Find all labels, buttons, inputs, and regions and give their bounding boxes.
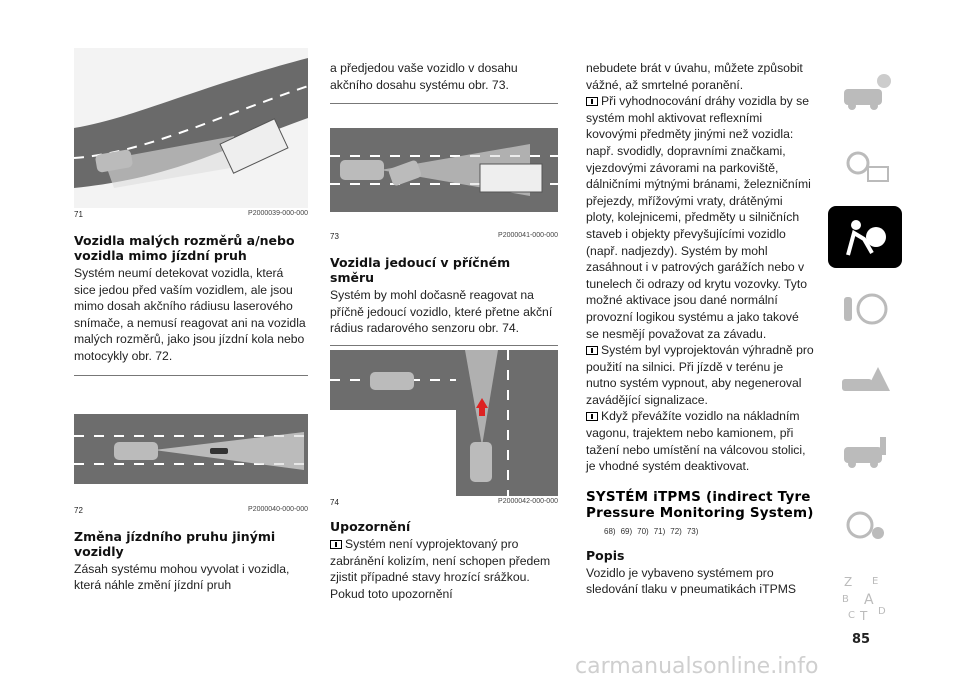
heading-itpms: SYSTÉM iTPMS (indirect Tyre Pressure Mon… <box>586 488 814 521</box>
index-letter: D <box>878 606 886 617</box>
figure-71-caption: 71 P2000039-000-000 <box>74 210 308 219</box>
figure-number: 73 <box>330 232 339 242</box>
index-letter: Z <box>844 575 852 589</box>
warning-lights-icon <box>846 151 889 182</box>
index-letter: B <box>842 594 849 605</box>
figure-74-illustration <box>330 349 558 496</box>
figure-73-caption: 73 P2000041-000-000 <box>330 232 558 241</box>
page-number: 85 <box>852 632 871 647</box>
figure-74-caption: 74 P2000042-000-000 <box>330 498 558 507</box>
figure-72-caption: 72 P2000040-000-000 <box>74 506 308 515</box>
index-letter: E <box>872 576 878 587</box>
warning-book-icon <box>586 97 598 107</box>
heading-warning: Upozornění <box>330 518 411 534</box>
paragraph-cross-traffic: Systém by mohl dočasně reagovat na příčn… <box>330 288 553 336</box>
paragraph-warning-1-text: Při vyhodnocování dráhy vozidla by se sy… <box>586 94 811 341</box>
figure-72-illustration <box>74 413 308 484</box>
heading-cross-traffic: Vozidla jedoucí v příčném směru <box>330 255 511 286</box>
paragraph-warning-1: Při vyhodnocování dráhy vozidla by se sy… <box>586 93 814 342</box>
paragraph-warning-2-text: Systém byl vyprojektován výhradně pro po… <box>586 343 814 407</box>
warning-book-icon <box>330 539 342 549</box>
figure-73 <box>330 114 558 231</box>
divider <box>330 103 558 105</box>
watermark: carmanualsonline.info <box>575 654 819 679</box>
figure-74 <box>330 349 558 496</box>
figure-71 <box>74 48 308 208</box>
reference: 70) <box>637 526 649 536</box>
index-letter: C <box>848 610 855 621</box>
paragraph-popis: Vozidlo je vybaveno systémem pro sledová… <box>586 565 796 597</box>
start-driving-icon <box>844 293 888 325</box>
column-3: nebudete brát v úvahu, můžete způsobit v… <box>586 60 814 598</box>
reference: 68) <box>604 526 616 536</box>
figure-72 <box>74 385 308 504</box>
column-2: a předjedou vaše vozidlo v dosahu akčníh… <box>330 60 558 602</box>
paragraph-continued: a předjedou vaše vozidlo v dosahu akčníh… <box>330 61 518 92</box>
warning-book-icon <box>586 346 598 356</box>
reference: 71) <box>653 526 666 536</box>
figure-number: 72 <box>74 505 83 515</box>
figure-number: 74 <box>330 497 339 507</box>
paragraph-warning: Systém není vyprojektovaný pro zabránění… <box>330 536 558 602</box>
figure-code: P2000041-000-000 <box>498 232 558 240</box>
car-info-icon <box>844 74 891 110</box>
paragraph-lane-change: Zásah systému mohou vyvolat i vozidla, k… <box>74 561 290 593</box>
maintenance-icon <box>844 437 886 468</box>
tab-emergency[interactable] <box>828 350 902 412</box>
chapter-sidebar: Z E B A C T D <box>828 62 902 638</box>
figure-73-illustration <box>330 128 558 213</box>
heading-small-vehicles: Vozidla malých rozměrů a/nebo vozidla mi… <box>74 233 295 263</box>
emergency-icon <box>842 367 890 391</box>
index-letter: A <box>864 592 874 608</box>
divider <box>74 374 308 376</box>
index-letter: T <box>859 609 868 622</box>
column-1: 71 P2000039-000-000 Vozidla malých rozmě… <box>74 48 308 594</box>
divider <box>330 344 558 346</box>
tab-multimedia[interactable] <box>828 494 902 556</box>
tab-start-driving[interactable] <box>828 278 902 340</box>
paragraph-continued: nebudete brát v úvahu, můžete způsobit v… <box>586 61 803 92</box>
airbag-safety-icon <box>846 220 886 256</box>
tab-warning-lights[interactable] <box>828 134 902 196</box>
multimedia-icon <box>846 511 884 539</box>
tab-maintenance[interactable] <box>828 422 902 484</box>
figure-code: P2000042-000-000 <box>498 497 558 505</box>
tab-car-info[interactable] <box>828 62 902 124</box>
reference: 72) <box>670 526 682 536</box>
tab-index[interactable]: Z E B A C T D <box>828 566 902 628</box>
reference: 69) <box>620 526 633 536</box>
reference: 73) <box>686 526 699 536</box>
figure-code: P2000039-000-000 <box>248 210 308 217</box>
figure-code: P2000040-000-000 <box>248 505 308 513</box>
paragraph-small-vehicles: Systém neumí detekovat vozidla, která si… <box>74 266 306 363</box>
paragraph-warning-3-text: Když převážíte vozidlo na nákladním vago… <box>586 409 806 474</box>
warning-book-icon <box>586 412 598 422</box>
tab-airbag-safety[interactable] <box>828 206 902 268</box>
paragraph-warning-text: Systém není vyprojektovaný pro zabránění… <box>330 536 551 601</box>
heading-popis: Popis <box>586 547 625 563</box>
paragraph-warning-3: Když převážíte vozidlo na nákladním vago… <box>586 408 814 474</box>
index-icon: Z E B A C T D <box>842 575 886 622</box>
reference-list: 68) 69) 70) 71) 72) 73) <box>604 527 814 536</box>
figure-number: 71 <box>74 210 83 219</box>
figure-71-illustration <box>74 58 308 188</box>
paragraph-warning-2: Systém byl vyprojektován výhradně pro po… <box>586 342 814 408</box>
heading-lane-change: Změna jízdního pruhu jinými vozidly <box>74 528 276 559</box>
